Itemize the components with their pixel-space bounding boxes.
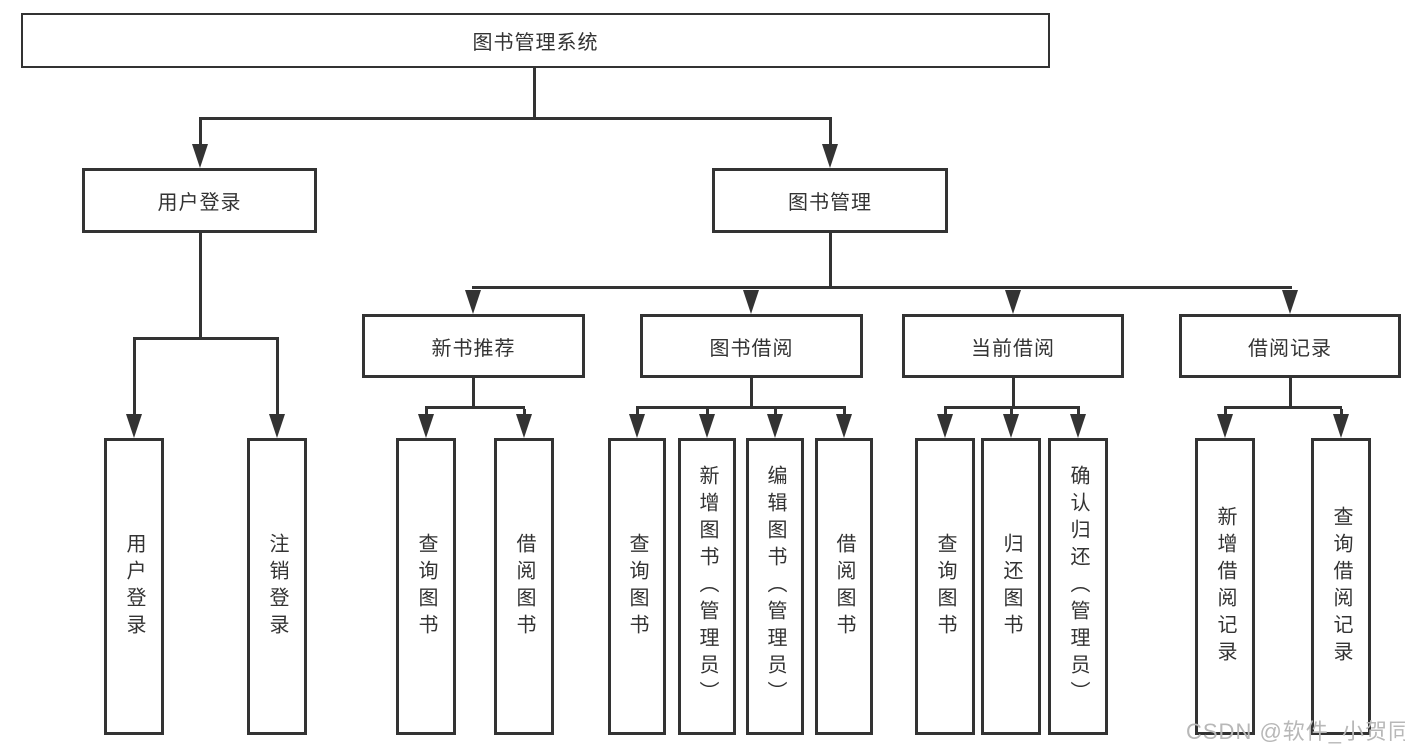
node-borrowing-query-books: 查询图书 [608, 438, 666, 735]
arrow-to-confirm-return [1070, 414, 1086, 438]
arrow-to-user-login [192, 144, 208, 168]
arrow-to-current-borrowing [1005, 290, 1021, 314]
arrow-to-current-query [937, 414, 953, 438]
connector-borrowing-drop-4 [843, 409, 846, 414]
arrow-to-new-book-recommend [465, 290, 481, 314]
connector-user-login-bar [133, 337, 279, 340]
node-new-book-recommend: 新书推荐 [362, 314, 585, 378]
arrow-to-user-login-leaf [126, 414, 142, 438]
connector-records-stem [1289, 378, 1292, 407]
connector-recommend-bar [425, 406, 525, 409]
node-book-borrowing-label: 图书借阅 [709, 337, 794, 360]
arrow-to-return-book [1003, 414, 1019, 438]
arrow-to-recommend-borrow [516, 414, 532, 438]
arrow-to-book-management [822, 144, 838, 168]
node-borrow-book-label: 借阅图书 [833, 532, 855, 641]
connector-current-stem [1012, 378, 1015, 407]
arrow-to-recommend-query [418, 414, 434, 438]
node-logout: 注销登录 [247, 438, 307, 735]
node-book-borrowing: 图书借阅 [640, 314, 863, 378]
connector-recommend-drop-1 [425, 409, 428, 414]
connector-current-drop-3 [1077, 409, 1080, 414]
connector-book-mgmt-stem [829, 233, 832, 287]
arrow-to-borrow-book [836, 414, 852, 438]
node-library-system-label: 图书管理系统 [472, 32, 599, 54]
node-current-query-books-label: 查询图书 [934, 532, 956, 641]
connector-root-bar [199, 117, 832, 120]
node-borrowing-query-books-label: 查询图书 [626, 532, 648, 641]
node-current-borrowing-label: 当前借阅 [971, 337, 1055, 360]
node-book-management-label: 图书管理 [788, 192, 872, 214]
node-recommend-query-books: 查询图书 [396, 438, 456, 735]
node-recommend-query-books-label: 查询图书 [415, 532, 437, 641]
arrow-to-logout [269, 414, 285, 438]
node-user-login-label: 用户登录 [157, 192, 242, 214]
connector-root-drop-right [829, 120, 832, 145]
node-add-book-admin-label: 新增图书（管理员） [696, 465, 718, 708]
node-new-book-recommend-label: 新书推荐 [431, 337, 516, 360]
connector-user-login-stem [199, 233, 202, 338]
node-current-borrowing: 当前借阅 [902, 314, 1124, 378]
connector-book-mgmt-bar [472, 286, 1292, 289]
node-borrow-records-label: 借阅记录 [1248, 337, 1332, 360]
node-return-book: 归还图书 [981, 438, 1041, 735]
node-add-book-admin: 新增图书（管理员） [678, 438, 736, 735]
node-add-borrow-record: 新增借阅记录 [1195, 438, 1255, 735]
node-recommend-borrow-books-label: 借阅图书 [513, 532, 535, 641]
node-borrow-records: 借阅记录 [1179, 314, 1401, 378]
connector-borrowing-drop-2 [706, 409, 709, 414]
connector-records-drop-2 [1340, 409, 1343, 414]
node-return-book-label: 归还图书 [1000, 532, 1022, 641]
connector-recommend-drop-2 [523, 409, 526, 414]
connector-user-login-drop-2 [276, 340, 279, 414]
node-query-borrow-record: 查询借阅记录 [1311, 438, 1371, 735]
node-user-login-leaf-label: 用户登录 [123, 532, 145, 641]
node-edit-book-admin: 编辑图书（管理员） [746, 438, 804, 735]
arrow-to-add-book [699, 414, 715, 438]
node-confirm-return-admin: 确认归还（管理员） [1048, 438, 1108, 735]
node-logout-label: 注销登录 [266, 532, 288, 641]
connector-borrowing-drop-1 [636, 409, 639, 414]
arrow-to-borrowing-query [629, 414, 645, 438]
node-borrow-book: 借阅图书 [815, 438, 873, 735]
node-add-borrow-record-label: 新增借阅记录 [1214, 505, 1236, 668]
connector-borrowing-drop-3 [774, 409, 777, 414]
connector-current-bar [944, 406, 1080, 409]
node-query-borrow-record-label: 查询借阅记录 [1330, 505, 1352, 668]
node-user-login: 用户登录 [82, 168, 317, 233]
connector-borrowing-stem [750, 378, 753, 407]
connector-root-drop-left [199, 120, 202, 145]
connector-records-bar [1224, 406, 1342, 409]
node-confirm-return-admin-label: 确认归还（管理员） [1067, 465, 1089, 708]
connector-recommend-stem [472, 378, 475, 407]
node-book-management: 图书管理 [712, 168, 948, 233]
arrow-to-edit-book [767, 414, 783, 438]
connector-borrowing-bar [636, 406, 846, 409]
node-edit-book-admin-label: 编辑图书（管理员） [764, 465, 786, 708]
arrow-to-borrow-records [1282, 290, 1298, 314]
arrow-to-query-record [1333, 414, 1349, 438]
connector-current-drop-1 [944, 409, 947, 414]
node-recommend-borrow-books: 借阅图书 [494, 438, 554, 735]
node-library-system: 图书管理系统 [21, 13, 1050, 68]
connector-user-login-drop-1 [133, 340, 136, 414]
csdn-watermark: CSDN @软件_小贺同学 [1186, 719, 1405, 744]
connector-records-drop-1 [1224, 409, 1227, 414]
node-user-login-leaf: 用户登录 [104, 438, 164, 735]
arrow-to-book-borrowing [743, 290, 759, 314]
connector-root-stem [533, 68, 536, 118]
arrow-to-add-record [1217, 414, 1233, 438]
connector-current-drop-2 [1010, 409, 1013, 414]
node-current-query-books: 查询图书 [915, 438, 975, 735]
